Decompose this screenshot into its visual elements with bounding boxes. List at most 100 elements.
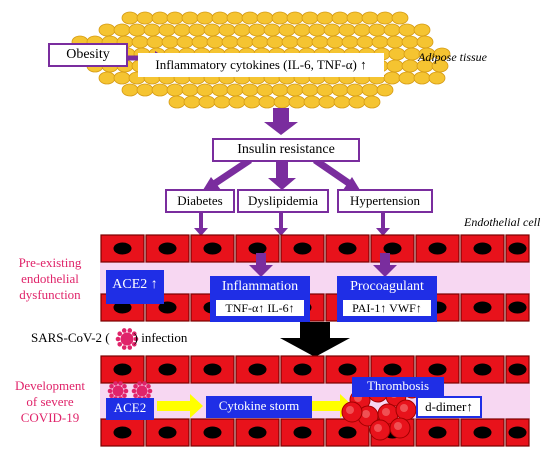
fat-cell [323,23,341,37]
cytokines-label: Inflammatory cytokines (IL-6, TNF-α) [155,57,357,72]
sars-label-a: SARS-CoV-2 ( [31,330,110,345]
virus-icon [115,328,139,350]
inflammation-box: Inflammation TNF-α↑ IL-6↑ [210,276,310,322]
insulin-to-hypertension-arrow [313,157,360,190]
fat-cell [301,11,319,25]
preexisting-label: Pre-existing endothelial dysfunction [4,255,96,303]
fat-cell [176,35,194,49]
fat-cell [241,83,259,97]
fat-cell [348,95,366,109]
fat-cell [181,11,199,25]
cell-nucleus [248,426,267,439]
insulin-box: Insulin resistance [212,138,360,162]
preexisting-line-1: Pre-existing [18,255,82,270]
tnf-label: TNF-α [225,301,259,315]
dyslipidemia-box: Dyslipidemia [237,189,329,213]
vessel-membrane-top [100,262,530,294]
fat-cell [368,23,386,37]
fat-cell [356,35,374,49]
fat-cell [226,11,244,25]
fat-cell [191,35,209,49]
fat-cell [128,23,146,37]
ace2-bottom-label: ACE2 [113,400,147,415]
cell-nucleus [508,242,527,255]
fat-cell [288,95,306,109]
sars-infection-label: SARS-CoV-2 () infection [31,330,187,346]
black-down-arrow-icon [280,322,350,357]
fat-cell [301,83,319,97]
fat-cell [198,95,216,109]
fat-cell [243,95,261,109]
endothelial-cell-row [100,418,530,447]
cell-nucleus [473,363,492,376]
cytokines-box: Inflammatory cytokines (IL-6, TNF-α) ↑ [138,53,384,77]
procoagulant-arrow [373,253,397,277]
fat-cell [166,11,184,25]
procoagulant-markers: PAI-1↑ VWF↑ [341,298,433,318]
fat-cell [161,35,179,49]
fat-cell [121,11,139,25]
up-arrow-icon: ↑ [150,277,158,292]
obesity-box: Obesity [48,43,128,67]
fat-cell [143,23,161,37]
dyslipidemia-down-arrow [274,212,288,236]
fat-cell [241,11,259,25]
fat-cell [318,95,336,109]
cell-nucleus [203,242,222,255]
cell-nucleus [428,242,447,255]
fat-cell [248,23,266,37]
fat-cell [233,23,251,37]
procoagulant-label: Procoagulant [350,279,424,294]
fat-cell [416,35,434,49]
fat-cell [383,23,401,37]
inflammation-arrow [249,253,273,277]
endothelial-cell-row [100,234,530,263]
fat-cell [331,83,349,97]
cell-nucleus [383,242,402,255]
cell-nucleus [158,426,177,439]
fat-cell [428,71,446,85]
endothelial-label: Endothelial cell [464,215,541,229]
fat-cell [236,35,254,49]
fat-cell [206,35,224,49]
cytokine-to-insulin-arrow [264,108,298,135]
preexisting-line-3: dysfunction [19,287,81,302]
fat-cell [258,95,276,109]
fat-cell [296,35,314,49]
fat-cell [413,71,431,85]
fat-cell [341,35,359,49]
insulin-label: Insulin resistance [237,142,335,157]
hypertension-down-arrow [376,212,390,236]
cell-nucleus [508,426,527,439]
fat-cell [398,23,416,37]
fat-cell [363,95,381,109]
cytokine-storm-box: Cytokine storm [206,396,312,418]
up-arrow-icon: ↑ [380,301,387,315]
fat-cell [293,23,311,37]
fat-cell [211,11,229,25]
endothelial-cell-row [100,293,530,322]
fat-cell [113,71,131,85]
cell-nucleus [473,301,492,314]
fat-cell [173,23,191,37]
cell-nucleus [158,242,177,255]
thrombosis-label: Thrombosis [366,378,430,393]
cell-nucleus [113,363,132,376]
cell-nucleus [473,242,492,255]
fat-cell [383,71,401,85]
preexisting-line-2: endothelial [21,271,79,286]
fat-cell [98,71,116,85]
fat-cell [316,11,334,25]
adipose-label: Adipose tissue [418,50,487,64]
inflammation-markers: TNF-α↑ IL-6↑ [214,298,306,318]
ddimer-label: d-dimer [425,399,467,414]
cell-nucleus [248,363,267,376]
fat-cell [221,35,239,49]
fat-cell [376,11,394,25]
fat-cell [113,23,131,37]
fat-cell [346,11,364,25]
fat-cell [278,23,296,37]
fat-cell [188,23,206,37]
insulin-to-diabetes-arrow [203,157,252,190]
up-arrow-icon: ↑ [466,399,473,414]
